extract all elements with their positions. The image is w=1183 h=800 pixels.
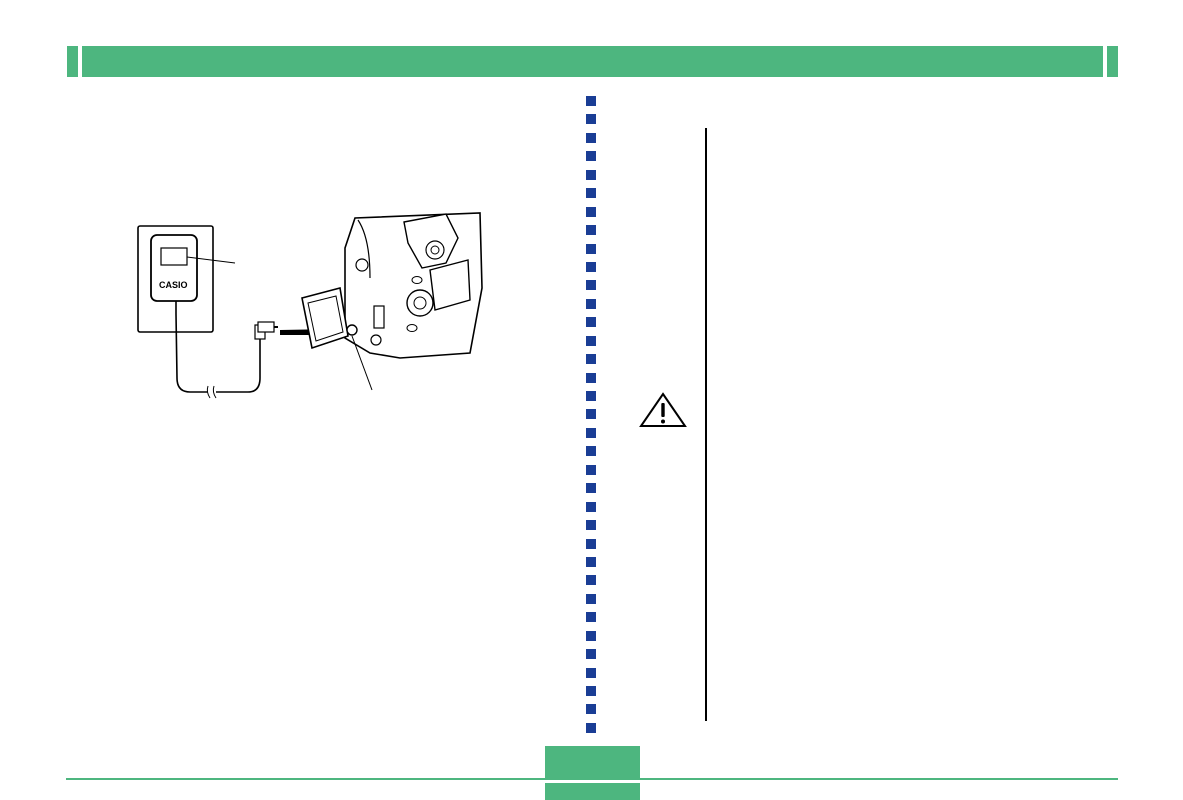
divider-dot xyxy=(586,612,596,623)
divider-dot xyxy=(586,151,596,162)
header-bar xyxy=(67,46,1118,77)
divider-dot xyxy=(586,372,596,383)
divider-dot xyxy=(586,593,596,604)
divider-dot xyxy=(586,188,596,199)
camera-flash xyxy=(403,213,459,269)
divider-dot xyxy=(586,556,596,567)
divider-dot xyxy=(586,686,596,696)
divider-dot xyxy=(586,520,596,531)
divider-dot xyxy=(586,280,596,291)
divider-dot xyxy=(586,538,596,549)
adapter-label xyxy=(160,247,188,266)
cable-break-mark xyxy=(206,385,217,399)
divider-dot xyxy=(586,317,596,328)
divider-dot xyxy=(586,464,596,475)
divider-dot xyxy=(586,630,596,641)
divider-dot xyxy=(586,649,596,660)
divider-dot xyxy=(586,335,596,346)
divider-dot xyxy=(586,667,596,678)
divider-dot xyxy=(586,169,596,180)
divider-dot xyxy=(586,225,596,236)
dc-in-jack xyxy=(346,324,358,336)
divider-dot xyxy=(586,261,596,272)
page-number-tab xyxy=(545,746,640,800)
divider-dot xyxy=(586,575,596,586)
camera-lcd xyxy=(429,259,471,311)
divider-dot xyxy=(586,132,596,143)
header-bar-divider-right xyxy=(1103,46,1107,77)
header-bar-divider-left xyxy=(78,46,82,77)
divider-dot xyxy=(586,243,596,254)
ac-adapter-connection-illustration: CASIO xyxy=(137,212,483,399)
divider-dot xyxy=(586,391,596,401)
warning-triangle-icon xyxy=(639,392,687,427)
divider-dot xyxy=(586,704,596,715)
note-vertical-rule xyxy=(705,128,707,721)
callout-line-adapter xyxy=(186,256,236,264)
divider-dot xyxy=(586,96,596,106)
divider-dot xyxy=(586,501,596,512)
divider-dot xyxy=(586,298,596,309)
divider-dot xyxy=(586,483,596,494)
divider-dot xyxy=(586,409,596,420)
divider-dot xyxy=(586,206,596,217)
column-divider-dots xyxy=(586,96,598,741)
divider-dot xyxy=(586,114,596,125)
camera-terminal xyxy=(373,305,385,329)
adapter-brand-text: CASIO xyxy=(159,280,188,290)
divider-dot xyxy=(586,722,596,733)
divider-dot xyxy=(586,446,596,457)
divider-dot xyxy=(586,354,596,365)
page-number-tab-divider xyxy=(545,780,640,783)
ac-adapter xyxy=(150,234,198,302)
callout-line-dc-jack xyxy=(351,335,373,391)
divider-dot xyxy=(586,427,596,438)
terminal-cover xyxy=(301,287,349,350)
adapter-cable xyxy=(175,301,208,393)
